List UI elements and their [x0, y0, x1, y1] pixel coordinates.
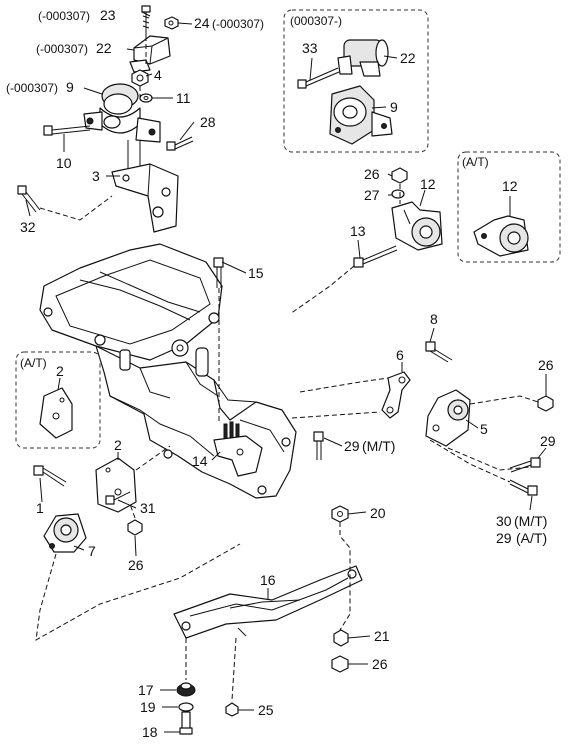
callout-26a: 26	[364, 166, 380, 182]
callout-29c-note: (A/T)	[516, 530, 547, 546]
callout-6: 6	[396, 347, 404, 363]
callout-25: 25	[258, 702, 274, 718]
washer-11	[139, 93, 153, 103]
callout-23: 23	[100, 7, 116, 23]
callout-5: 5	[480, 421, 488, 437]
callout-9: 9	[66, 79, 74, 95]
callout-2: 2	[114, 437, 122, 453]
callout-12: 12	[420, 176, 436, 192]
bolt-10	[43, 125, 91, 136]
callout-30: 30	[496, 513, 512, 529]
nut-21	[333, 629, 349, 647]
bracket-22	[129, 35, 171, 73]
callout-at-right: (A/T)	[462, 155, 489, 169]
mount-12b	[473, 215, 529, 257]
callout-15: 15	[248, 265, 264, 281]
callout-10: 10	[56, 155, 72, 171]
callout-18: 18	[142, 724, 158, 740]
bracket-5	[425, 389, 471, 447]
callout-23-note: (-000307)	[38, 9, 90, 23]
callout-29a: 29	[344, 438, 360, 454]
bolt-29b	[509, 457, 541, 473]
nut-24	[164, 16, 179, 30]
callout-26b: 26	[538, 357, 554, 373]
bracket-2	[95, 457, 137, 513]
callout-26c: 26	[128, 557, 144, 573]
washer-27	[391, 189, 405, 199]
bracket-14	[213, 421, 263, 477]
callout-7: 7	[88, 543, 96, 559]
nut-4	[131, 69, 149, 87]
callout-2a: 2	[56, 363, 64, 379]
callout-21: 21	[374, 628, 390, 644]
callout-9b: 9	[390, 99, 398, 115]
mount-insulator-9b	[329, 85, 393, 145]
callout-29b: 29	[540, 433, 556, 449]
callout-22: 22	[96, 40, 112, 56]
callout-22b: 22	[400, 50, 416, 66]
callout-12b: 12	[502, 178, 518, 194]
crossmember-16	[173, 565, 363, 639]
bolt-1	[33, 465, 67, 487]
callout-11: 11	[176, 90, 191, 106]
callout-16: 16	[260, 572, 276, 588]
nut-26a	[391, 167, 408, 184]
callout-at-left: (A/T)	[20, 356, 47, 370]
washer-26d	[331, 655, 349, 673]
nut-25	[225, 702, 239, 717]
callout-20: 20	[370, 505, 386, 521]
callout-27: 27	[364, 187, 380, 203]
bolt-18	[179, 711, 193, 735]
callout-19: 19	[140, 699, 156, 715]
bolt-23	[141, 5, 151, 36]
callout-24-note: (-000307)	[212, 17, 264, 31]
callout-13: 13	[350, 223, 366, 239]
nut-26b	[537, 395, 554, 412]
bolt-28	[166, 136, 194, 151]
bracket-22b	[337, 39, 389, 77]
bolt-32	[17, 185, 113, 221]
nut-20	[331, 505, 349, 523]
callout-30-note: (M/T)	[514, 513, 547, 529]
callout-33: 33	[302, 40, 318, 56]
variant-box-at-right	[457, 151, 561, 263]
variant-box-at-left	[15, 351, 101, 449]
nut-26c	[127, 519, 143, 536]
callout-29c: 29	[496, 530, 512, 546]
callout-8: 8	[430, 311, 438, 327]
callout-box-note: (000307-)	[290, 14, 342, 28]
mount-7	[43, 513, 87, 553]
callout-31: 31	[140, 500, 156, 516]
callout-17: 17	[138, 682, 154, 698]
callout-22-note: (-000307)	[36, 42, 88, 56]
bolt-30	[509, 479, 538, 496]
bushing-17	[176, 682, 196, 697]
callout-26d: 26	[372, 656, 388, 672]
washer-19	[178, 702, 194, 712]
callout-9-note: (-000307)	[6, 81, 58, 95]
variant-box-000307	[283, 9, 429, 153]
bolt-31	[105, 491, 131, 505]
bolt-8	[425, 341, 453, 363]
callout-1: 1	[36, 500, 44, 516]
bracket-3	[111, 140, 179, 233]
mount-12	[391, 201, 443, 251]
callout-28: 28	[200, 114, 216, 130]
callout-24: 24	[194, 15, 210, 31]
callout-4: 4	[154, 67, 162, 83]
bracket-2a	[39, 387, 73, 439]
callout-29a-note: (M/T)	[362, 438, 395, 454]
mount-insulator-9	[83, 83, 161, 143]
callout-14: 14	[192, 453, 208, 469]
callout-32: 32	[20, 219, 36, 235]
callout-3: 3	[92, 168, 100, 184]
link-6	[381, 371, 411, 419]
bolt-29a	[313, 431, 324, 460]
bolt-33	[297, 67, 340, 89]
bolt-13	[353, 245, 398, 268]
